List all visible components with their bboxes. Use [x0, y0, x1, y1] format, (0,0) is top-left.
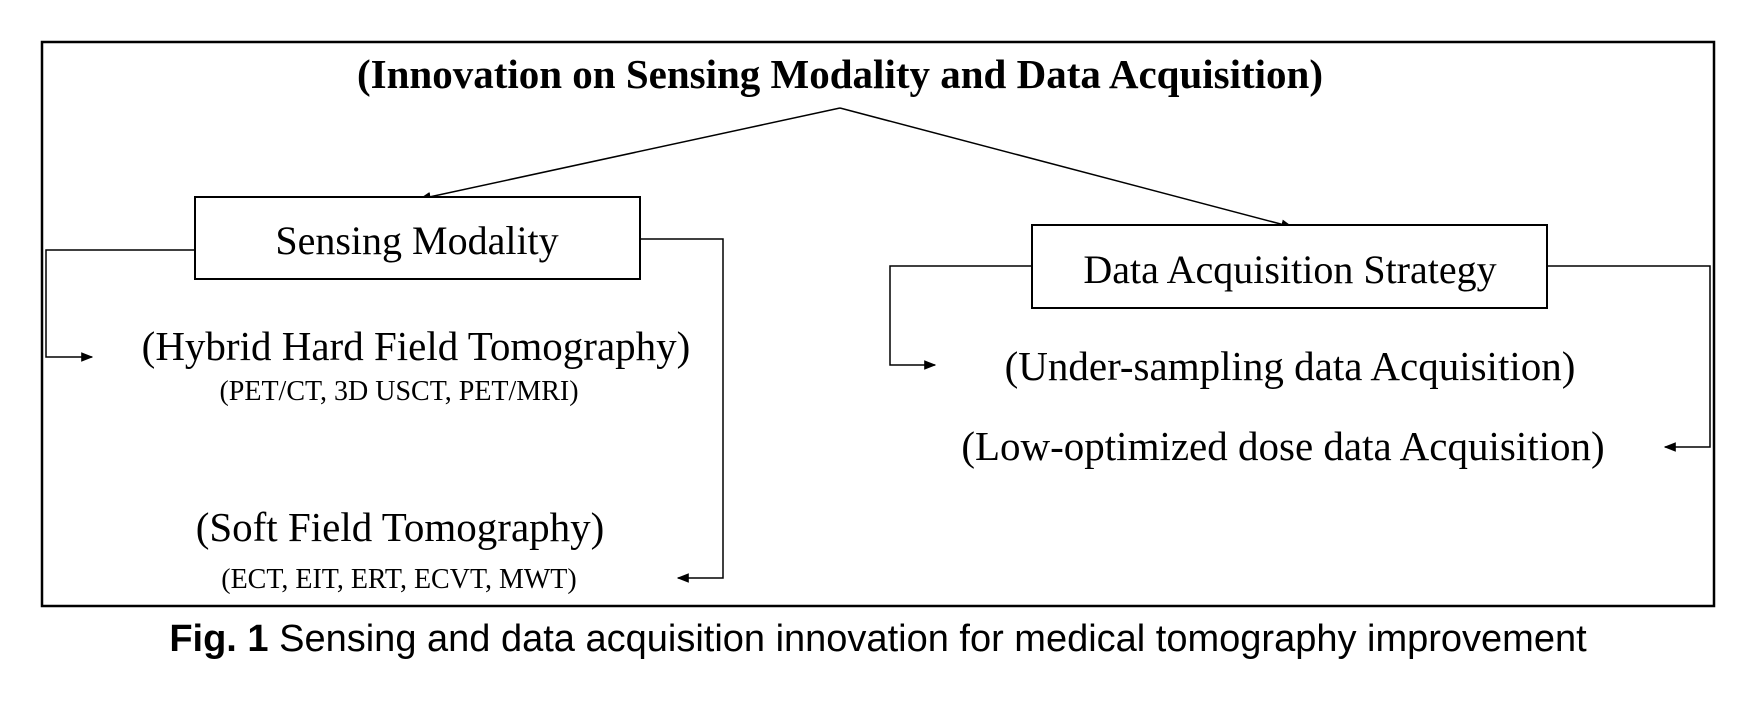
outer-frame: [40, 40, 1716, 608]
arrow-title-to-sensing: [418, 107, 841, 202]
low-dose-item: (Low-optimized dose data Acquisition): [961, 423, 1604, 469]
figure-caption: Fig. 1 Sensing and data acquisition inno…: [0, 618, 1756, 661]
connector-sensing-to-soft: [640, 238, 724, 583]
main-title: (Innovation on Sensing Modality and Data…: [357, 51, 1323, 97]
soft-field-title: (Soft Field Tomography): [196, 504, 605, 550]
hybrid-hard-field-title: (Hybrid Hard Field Tomography): [142, 323, 691, 369]
figure-caption-text: Sensing and data acquisition innovation …: [279, 618, 1587, 660]
under-sampling-item: (Under-sampling data Acquisition): [1005, 343, 1576, 389]
sensing-modality-label: Sensing Modality: [275, 218, 558, 263]
soft-field-subtitle: (ECT, EIT, ERT, ECVT, MWT): [221, 564, 576, 595]
hybrid-hard-field-subtitle: (PET/CT, 3D USCT, PET/MRI): [219, 376, 578, 407]
connector-strategy-to-undersampling: [889, 265, 1032, 370]
figure-number: Fig. 1: [169, 618, 269, 660]
connector-sensing-to-hybrid: [45, 249, 195, 362]
sensing-modality-box: [194, 196, 641, 280]
arrow-title-to-acquisition: [839, 107, 1294, 229]
connector-strategy-to-lowdose: [1547, 265, 1711, 452]
data-acquisition-strategy-label: Data Acquisition Strategy: [1083, 247, 1496, 292]
